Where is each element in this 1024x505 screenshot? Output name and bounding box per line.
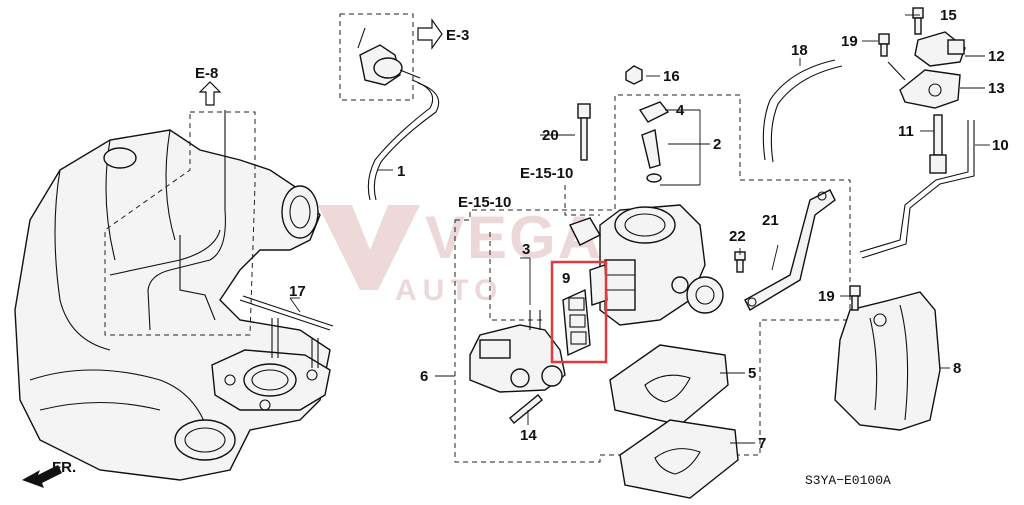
ref-e3: E-3 [446,27,469,44]
highlight-box [550,260,608,364]
dashed-boundary-e8 [104,111,256,336]
dashed-boundary-e3 [339,13,414,101]
label-part-5: 5 [748,365,756,382]
label-part-10: 10 [992,137,1009,154]
label-part-9: 9 [562,270,570,287]
ref-e8: E-8 [195,65,218,82]
label-part-22: 22 [729,228,746,245]
arrow-e8 [198,81,222,106]
bolt-19-bottom [849,285,861,311]
label-part-20: 20 [542,127,559,144]
arrow-e3 [417,18,443,50]
gasket-7 [619,419,739,499]
label-part-12: 12 [988,48,1005,65]
label-part-19-bottom: 19 [818,288,835,305]
diagram-code: S3YA−E0100A [805,473,891,488]
gasket-9 [562,264,608,357]
part-labels: 1 2 3 4 5 6 7 8 9 10 11 12 13 14 15 16 1… [289,7,1009,452]
label-part-4: 4 [676,102,685,119]
intake-manifold [14,129,334,481]
hose-1 [367,79,434,201]
front-direction-label: FR. [52,459,76,476]
label-part-8: 8 [953,360,961,377]
sensor-2 [638,101,670,183]
label-part-17: 17 [289,283,306,300]
label-part-3: 3 [522,241,530,258]
label-part-15: 15 [940,7,957,24]
label-part-21: 21 [762,212,779,229]
tube-11 [929,114,947,174]
cover-8 [834,291,941,431]
label-part-19-top: 19 [841,33,858,50]
bracket-21 [744,189,836,311]
label-part-7: 7 [758,435,766,452]
label-part-14: 14 [520,427,537,444]
bolt-20 [577,103,591,161]
nut-16 [625,65,643,85]
watermark: VEGA AUTO [318,204,601,307]
pressure-regulator [357,27,421,86]
label-part-16: 16 [663,68,680,85]
ref-e15-10-top: E-15-10 [520,165,573,182]
leader-lines [290,14,990,444]
label-part-13: 13 [988,80,1005,97]
hose-18 [762,59,843,163]
front-arrow: FR. [22,459,76,488]
bolt-19-top [878,33,890,57]
map-sensor-12 [914,31,966,67]
throttle-body-boundary [454,94,851,463]
label-part-6: 6 [420,368,428,385]
ref-e15-10-left: E-15-10 [458,194,511,211]
label-part-18: 18 [791,42,808,59]
label-part-11: 11 [898,123,914,140]
label-part-2: 2 [713,136,721,153]
label-part-1: 1 [397,163,405,180]
section-references: E-3 E-8 E-15-10 E-15-10 [195,27,573,211]
throttle-body [569,204,724,326]
bracket-13 [887,61,961,109]
bolt-15 [912,7,924,35]
watermark-subtext: AUTO [395,274,503,307]
gasket-5 [609,344,729,426]
pipe-10 [859,120,975,259]
bolt-14 [509,394,543,425]
vacuum-pipe [147,110,226,331]
